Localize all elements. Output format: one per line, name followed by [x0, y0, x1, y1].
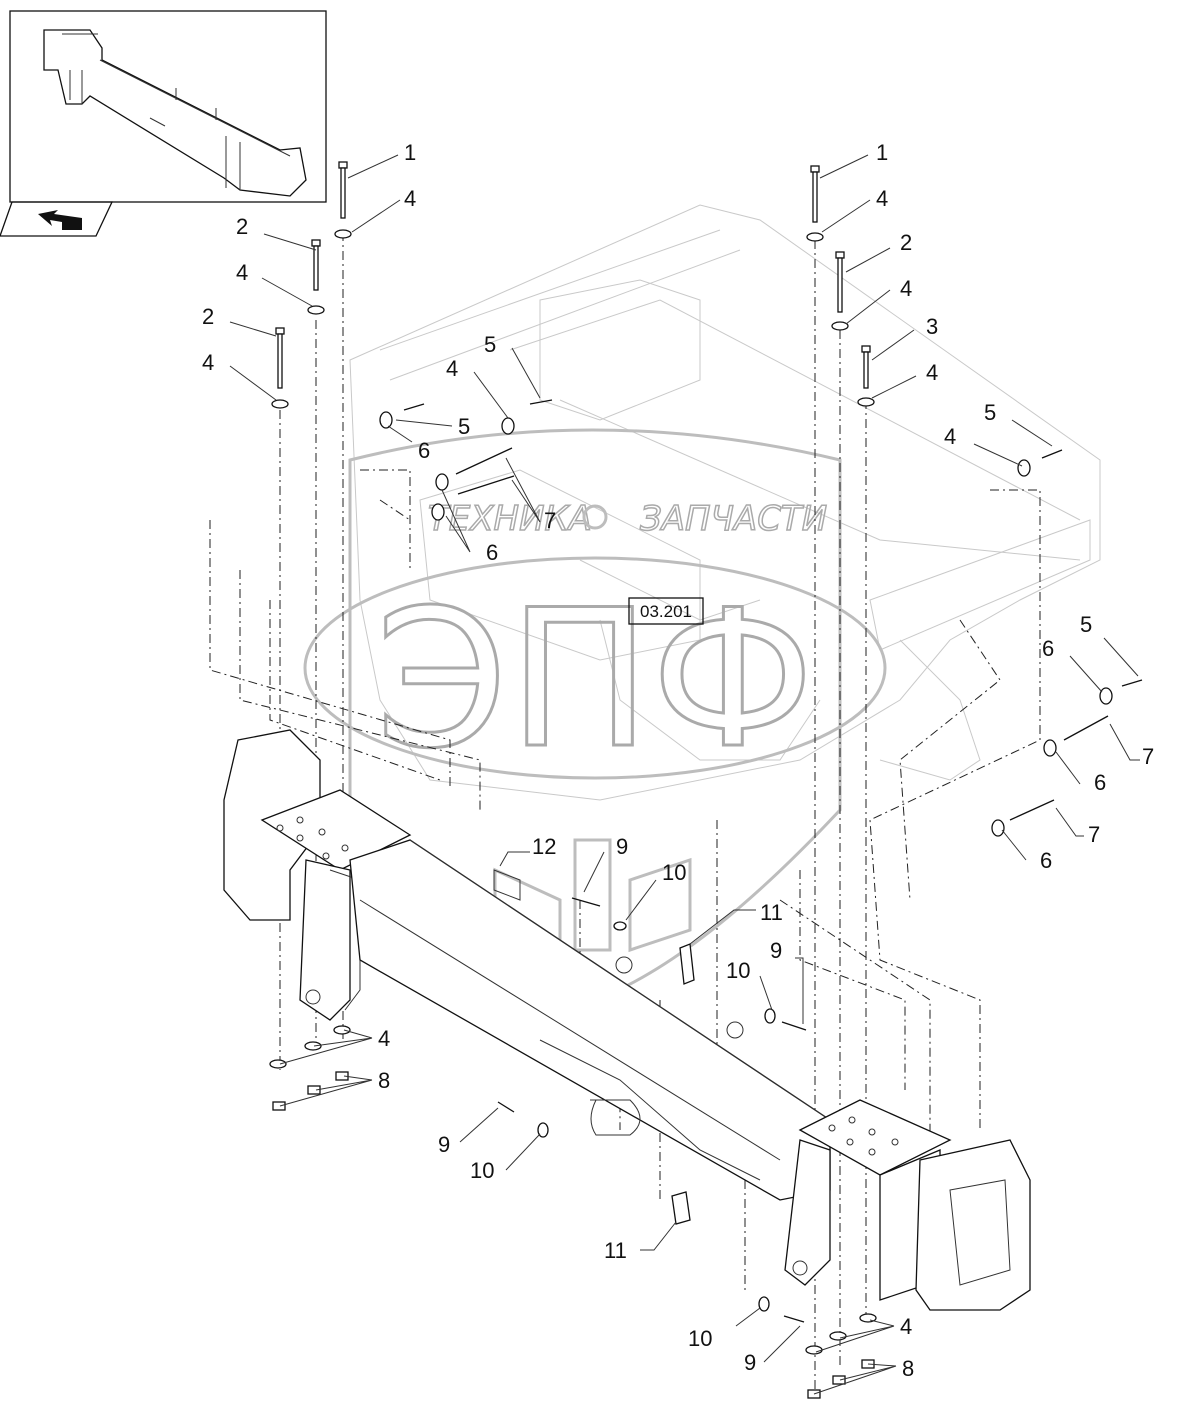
thumbnail-inset: [9, 10, 327, 203]
callout-c11a: 11: [760, 900, 783, 925]
callout-c3a: 3: [926, 314, 938, 339]
callout-c4d: 4: [446, 356, 458, 381]
right-mounting-bracket: [784, 1099, 1031, 1311]
background-chassis-ghost: [349, 204, 1101, 801]
callout-c2a: 2: [236, 214, 248, 239]
callout-c9b: 9: [770, 938, 782, 963]
callout-c10d: 10: [688, 1326, 712, 1351]
washers: [269, 229, 1113, 1355]
gear-icon: [582, 504, 608, 530]
callout-c9d: 9: [744, 1350, 756, 1375]
callouts: 1 4 2 4 2 4 5 4 5 6 7 6 1 4 2 4 3 4 5 4 …: [202, 140, 1154, 1381]
vertical-bolts: [275, 161, 871, 389]
bolt-2-right: [835, 251, 845, 313]
callout-c11b: 11: [604, 1238, 627, 1263]
callout-c10a: 10: [662, 860, 686, 885]
bolt-2-left-lower: [275, 327, 285, 389]
callout-c2b: 2: [202, 304, 214, 329]
callout-c9a: 9: [616, 834, 628, 859]
callout-c1a: 1: [404, 140, 416, 165]
watermark-left-word: ТЕХНИКА: [428, 499, 592, 539]
callout-c4e: 4: [876, 186, 888, 211]
back-arrow-icon[interactable]: [0, 201, 114, 237]
callout-c6e: 6: [1040, 848, 1052, 873]
callout-c4g: 4: [926, 360, 938, 385]
callout-c8a: 8: [378, 1068, 390, 1093]
horizontal-bolts: [403, 399, 1143, 1323]
callout-c12a: 12: [532, 834, 556, 859]
left-mounting-bracket: [223, 729, 412, 1021]
bolt-3-right: [861, 345, 871, 389]
bolt-1-right: [810, 165, 820, 223]
callout-c7a: 7: [544, 508, 556, 533]
callout-c10b: 10: [726, 958, 750, 983]
callout-c10c: 10: [470, 1158, 494, 1183]
callout-c4a: 4: [404, 186, 416, 211]
callout-c4h: 4: [944, 424, 956, 449]
callout-c6c: 6: [1042, 636, 1054, 661]
leader-lines: [229, 154, 1140, 1395]
callout-c4i: 4: [378, 1026, 390, 1051]
callout-c7b: 7: [1142, 744, 1154, 769]
clips: [493, 869, 695, 1225]
callout-c4j: 4: [900, 1314, 912, 1339]
callout-c5c: 5: [984, 400, 996, 425]
callout-c4f: 4: [900, 276, 912, 301]
callout-c5a: 5: [484, 332, 496, 357]
bolt-1-left: [338, 161, 348, 219]
callout-c7c: 7: [1088, 822, 1100, 847]
watermark-logo-letters: ЭПФ: [375, 569, 814, 790]
reference-box[interactable]: 03.201: [628, 597, 704, 625]
callout-c8b: 8: [902, 1356, 914, 1381]
callout-c6b: 6: [486, 540, 498, 565]
callout-c6d: 6: [1094, 770, 1106, 795]
callout-c5d: 5: [1080, 612, 1092, 637]
callout-c5b: 5: [458, 414, 470, 439]
callout-c4b: 4: [236, 260, 248, 285]
bolt-2-left-upper: [311, 239, 321, 291]
callout-c9c: 9: [438, 1132, 450, 1157]
main-cross-beam: [349, 839, 831, 1201]
callout-c6a: 6: [418, 438, 430, 463]
callout-c2c: 2: [900, 230, 912, 255]
callout-c1b: 1: [876, 140, 888, 165]
callout-c4c: 4: [202, 350, 214, 375]
reference-box-label: 03.201: [640, 602, 692, 621]
watermark-right-word: ЗАПЧАСТИ: [640, 499, 827, 539]
